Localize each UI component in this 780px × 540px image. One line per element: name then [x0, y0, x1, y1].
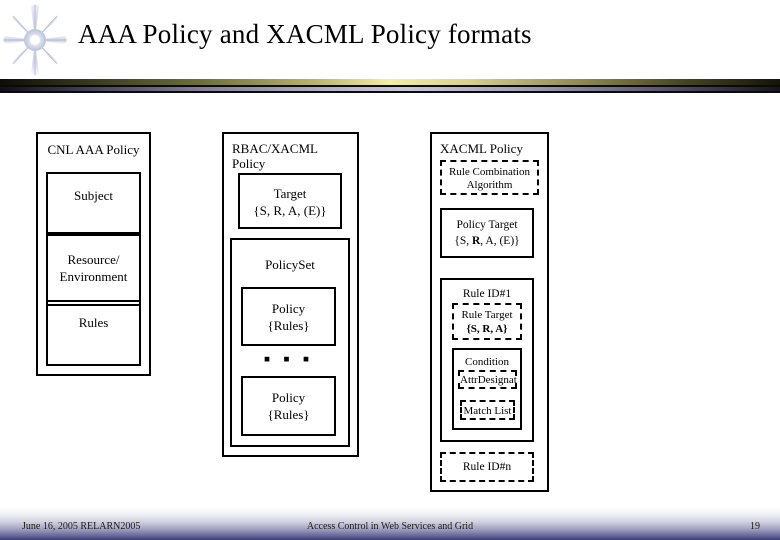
policy-target-prefix: {S, [454, 235, 472, 247]
rule-id-1-label: Rule ID#1 [462, 288, 512, 300]
divider-bottom-line [0, 91, 780, 93]
cnl-aaa-policy-title: CNL AAA Policy [47, 142, 140, 157]
policy-rules-n-line1: Policy [271, 390, 306, 405]
divider-gold-bar [0, 79, 780, 85]
divider-lavender-bar [0, 87, 780, 91]
rules-label: Rules [78, 315, 109, 330]
rbac-xacml-policy-title-line2: Policy [232, 156, 266, 171]
policy-target-line2: {S, R, A, (E)} [442, 235, 532, 248]
policy-rules-1-line2: {Rules} [267, 318, 310, 333]
condition-box[interactable]: Condition [452, 348, 522, 430]
target-label-line1: Target [273, 186, 307, 201]
starburst-icon [2, 4, 68, 76]
condition-label: Condition [464, 356, 509, 368]
rule-target-line1: Rule Target [461, 309, 513, 321]
page-title: AAA Policy and XACML Policy formats [78, 19, 532, 49]
resource-environment-box[interactable]: Resource/ Environment [46, 234, 141, 306]
rule-id-1-box[interactable]: Rule ID#1 [440, 278, 534, 442]
subject-label: Subject [74, 188, 113, 203]
policy-rules-box-1[interactable]: Policy {Rules} [241, 287, 336, 346]
attr-designator-label: AttrDesignat [460, 374, 517, 386]
policyset-box[interactable]: PolicySet [230, 238, 350, 447]
footer-presentation-title: Access Control in Web Services and Grid [306, 521, 474, 532]
footer-date-event: June 16, 2005 RELARN2005 [22, 521, 141, 532]
policy-target-line1: Policy Target [456, 219, 518, 231]
rule-id-n-label: Rule ID#n [462, 461, 512, 473]
xacml-policy-title: XACML Policy [440, 141, 523, 156]
match-list-box[interactable]: Match List [460, 400, 515, 420]
policy-target-bold-r: R [471, 235, 481, 247]
policy-rules-n-line2: {Rules} [267, 407, 310, 422]
policy-target-box[interactable]: Policy Target {S, R, A, (E)} [440, 208, 534, 258]
rbac-xacml-policy-title-line1: RBAC/XACML [232, 141, 318, 156]
resource-environment-label-line2: Environment [59, 269, 128, 284]
policy-target-suffix: , A, (E)} [480, 235, 520, 247]
rbac-xacml-policy-container[interactable]: RBAC/XACML Policy [222, 132, 359, 457]
policy-rules-1-line1: Policy [271, 301, 306, 316]
divider-dark-line [0, 85, 780, 87]
footer-bar [0, 500, 780, 540]
rules-box[interactable]: Rules [46, 300, 141, 366]
policy-rules-box-n[interactable]: Policy {Rules} [241, 376, 336, 436]
rule-combination-algorithm-line2: Algorithm [466, 179, 513, 191]
xacml-policy-container[interactable]: XACML Policy [430, 132, 549, 492]
subject-box[interactable]: Subject [46, 172, 141, 234]
policyset-ellipsis: ▪ ▪ ▪ [263, 349, 314, 370]
rule-id-n-box[interactable]: Rule ID#n [440, 452, 534, 482]
attr-designator-box[interactable]: AttrDesignat [458, 370, 517, 389]
rule-combination-algorithm-line1: Rule Combination [449, 166, 530, 178]
resource-environment-label-line1: Resource/ [67, 252, 120, 267]
target-label-line2: {S, R, A, (E)} [253, 203, 327, 218]
rule-target-line2: {S, R, A} [466, 323, 508, 335]
footer-page-number: 19 [750, 521, 760, 532]
match-list-label: Match List [463, 405, 512, 417]
target-box[interactable]: Target {S, R, A, (E)} [238, 173, 342, 229]
policyset-label: PolicySet [265, 257, 315, 272]
rule-target-box[interactable]: Rule Target {S, R, A} [452, 303, 522, 340]
rule-combination-algorithm-box[interactable]: Rule Combination Algorithm [440, 160, 539, 195]
cnl-aaa-policy-container[interactable]: CNL AAA Policy [36, 132, 151, 376]
